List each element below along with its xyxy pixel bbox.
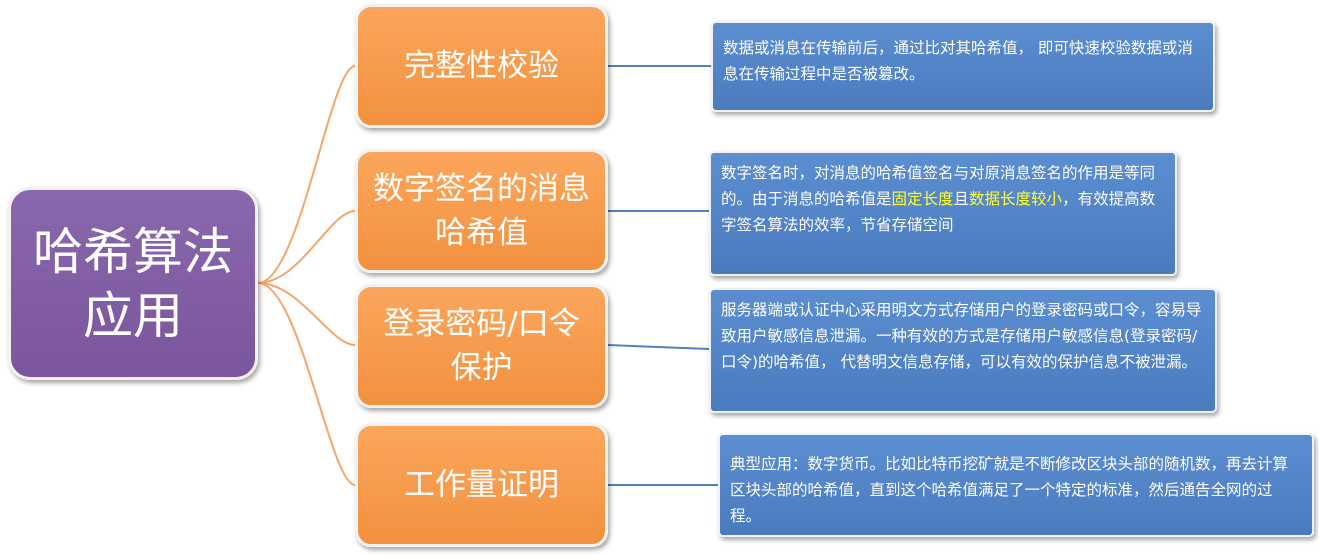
description-text: 服务器端或认证中心采用明文方式存储用户的登录密码或口令，容易导致用户敏感信息泄漏…: [721, 301, 1202, 371]
root-label-line-2: 应用: [83, 286, 183, 345]
description-text: 且: [953, 190, 970, 208]
highlight-small-length: 数据长度较小: [969, 190, 1063, 208]
description-text: 数据或消息在传输前后，通过比对其哈希值， 即可快速校验数据或消息在传输过程中是否…: [723, 39, 1193, 83]
description-box-proof-of-work: 典型应用：数字货币。比如比特币挖矿就是不断修改区块头部的随机数，再去计算区块头部…: [718, 433, 1314, 537]
root-label-line-1: 哈希算法: [33, 222, 233, 281]
branch-line-4: [257, 282, 356, 486]
branch-line-2: [257, 210, 356, 284]
branch-line-3: [257, 282, 356, 346]
root-label: 哈希算法 应用: [33, 220, 233, 348]
highlight-fixed-length: 固定长度: [891, 190, 954, 208]
description-box-digital-signature: 数字签名时，对消息的哈希值签名与对原消息签名的作用是等同的。由于消息的哈希值是固…: [709, 151, 1177, 276]
topic-node-proof-of-work: 工作量证明: [355, 423, 608, 547]
topic-node-password-protection: 登录密码/口令 保护: [355, 284, 608, 408]
description-text: 数字签名时，对消息的哈希值签名与对原消息签名的作用是等同的。由于消息的哈希值是: [721, 164, 1156, 208]
description-box-integrity-check: 数据或消息在传输前后，通过比对其哈希值， 即可快速校验数据或消息在传输过程中是否…: [711, 21, 1215, 112]
topic-label: 完整性校验: [404, 48, 559, 84]
description-box-password-protection: 服务器端或认证中心采用明文方式存储用户的登录密码或口令，容易导致用户敏感信息泄漏…: [709, 288, 1217, 413]
topic-node-integrity-check: 完整性校验: [355, 4, 608, 128]
root-node: 哈希算法 应用: [8, 187, 258, 380]
description-text: 典型应用：数字货币。比如比特币挖矿就是不断修改区块头部的随机数，再去计算区块头部…: [730, 455, 1289, 525]
topic-label: 数字签名的消息 哈希值: [373, 171, 590, 251]
topic-label: 登录密码/口令 保护: [383, 306, 580, 386]
description-text: ，有效提高数字签名算法的效率，节省存储空间: [721, 190, 1156, 234]
topic-label: 工作量证明: [404, 467, 559, 503]
topic-node-digital-signature: 数字签名的消息 哈希值: [355, 149, 608, 273]
branch-line-1: [257, 65, 356, 284]
link-line-3: [607, 344, 710, 350]
